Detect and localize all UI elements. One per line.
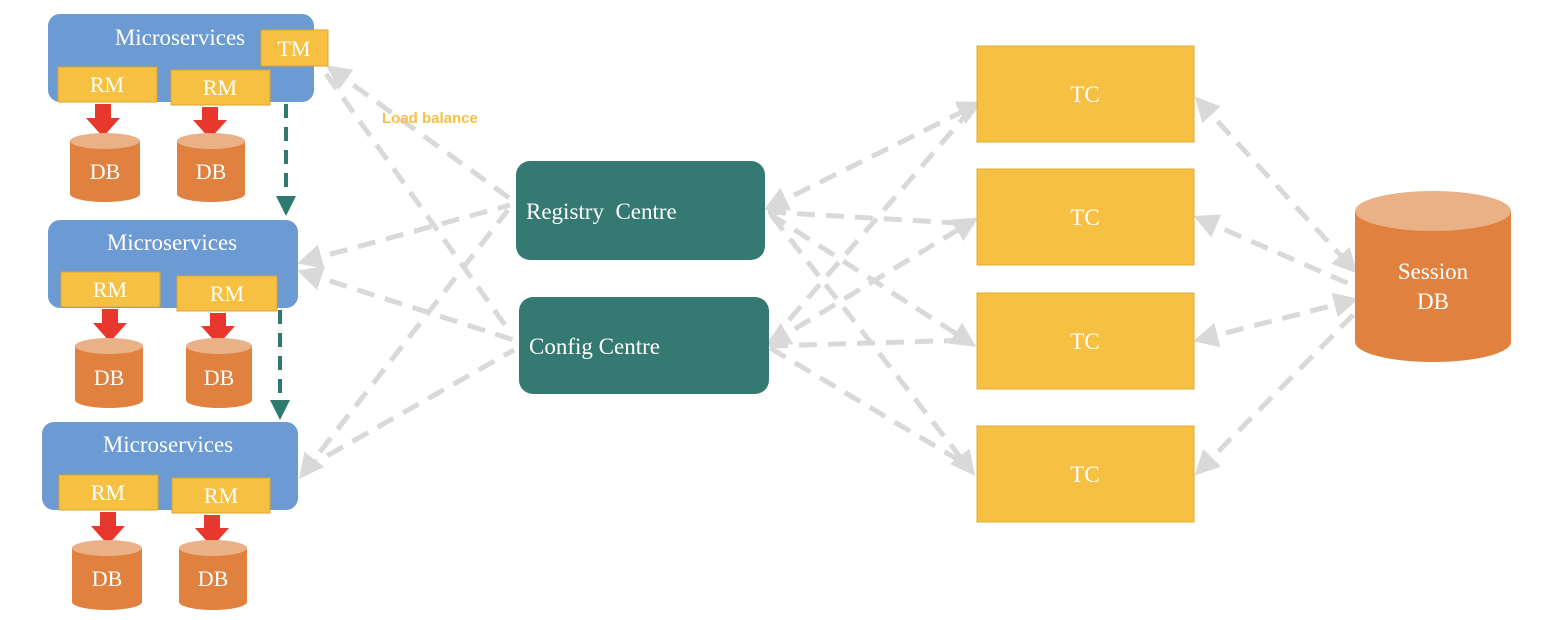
rm-label: RM — [210, 281, 244, 306]
tc-label: TC — [1070, 462, 1099, 487]
tc-label: TC — [1070, 205, 1099, 230]
tc-box — [976, 45, 1195, 143]
link-registry-tc1 — [763, 101, 983, 211]
link-tc2-session — [1193, 214, 1355, 289]
tc-box — [976, 292, 1195, 390]
link-tc1-session — [1194, 96, 1358, 274]
microservice-title: Microservices — [115, 25, 245, 50]
link-tc4-session — [1194, 312, 1356, 476]
database-cylinder: DB — [177, 133, 245, 202]
session-db-label-line2: DB — [1417, 289, 1449, 314]
service-flow — [270, 104, 296, 420]
config-centre-box — [519, 297, 769, 394]
connection-links — [297, 65, 1359, 479]
tc-label: TC — [1070, 82, 1099, 107]
link-config-tc1 — [768, 106, 974, 344]
db-label: DB — [94, 365, 125, 390]
microservice-group-3: Microservices RM RM DB DB — [42, 422, 298, 610]
session-db-body — [1355, 211, 1511, 362]
rm-box — [171, 477, 271, 514]
database-cylinder: DB — [186, 338, 252, 408]
registry-centre-box — [516, 161, 765, 260]
rm-label: RM — [203, 75, 237, 100]
db-label: DB — [198, 566, 229, 591]
rm-box — [57, 66, 158, 103]
rm-label: RM — [91, 480, 125, 505]
link-service2-config — [297, 266, 515, 343]
tc-box — [976, 425, 1195, 523]
rm-label: RM — [204, 483, 238, 508]
link-config-tc2 — [765, 217, 979, 347]
rm-box — [58, 474, 159, 511]
config-centre: Config Centre — [519, 297, 769, 394]
rm-box — [176, 275, 278, 312]
database-cylinder: DB — [70, 133, 140, 202]
db-label: DB — [90, 159, 121, 184]
link-service2-registry — [297, 202, 511, 269]
db-label: DB — [196, 159, 227, 184]
database-cylinder: DB — [72, 540, 142, 610]
tm-label: TM — [278, 36, 311, 61]
tm-box — [260, 29, 329, 67]
tc-label: TC — [1070, 329, 1099, 354]
link-service3-registry — [298, 208, 510, 479]
tc-box — [976, 168, 1195, 266]
db-label: DB — [204, 365, 235, 390]
db-arrow — [93, 309, 127, 342]
tc-cluster: TC TC TC TC — [976, 45, 1195, 523]
load-balance-label: Load balance — [382, 110, 478, 127]
db-label: DB — [92, 566, 123, 591]
link-tm-registry — [325, 65, 514, 203]
microservice-group-1: Microservices TM RM RM DB DB — [48, 14, 329, 202]
link-tm-config — [323, 72, 508, 327]
db-arrow — [193, 107, 227, 139]
microservice-group-2: Microservices RM RM DB DB — [48, 220, 298, 408]
rm-box — [170, 69, 271, 106]
config-centre-label: Config Centre — [529, 334, 660, 359]
session-db-top — [1355, 191, 1511, 231]
db-arrow — [91, 512, 125, 545]
db-arrow — [201, 313, 235, 345]
rm-box — [60, 271, 161, 308]
db-arrow — [86, 104, 120, 137]
microservice-title: Microservices — [107, 230, 237, 255]
link-config-tc4 — [768, 345, 974, 471]
link-tc3-session — [1193, 292, 1359, 348]
rm-label: RM — [93, 277, 127, 302]
database-cylinder: DB — [75, 338, 143, 408]
registry-centre-label: Registry Centre — [526, 199, 677, 224]
link-service3-config — [300, 347, 516, 473]
registry-centre: Registry Centre — [516, 161, 765, 260]
db-arrow — [195, 515, 229, 547]
session-db-label-line1: Session — [1398, 259, 1469, 284]
session-database: Session DB — [1355, 191, 1511, 362]
database-cylinder: DB — [179, 540, 247, 610]
microservice-title: Microservices — [103, 432, 233, 457]
link-config-tc3 — [769, 337, 973, 349]
rm-label: RM — [90, 72, 124, 97]
